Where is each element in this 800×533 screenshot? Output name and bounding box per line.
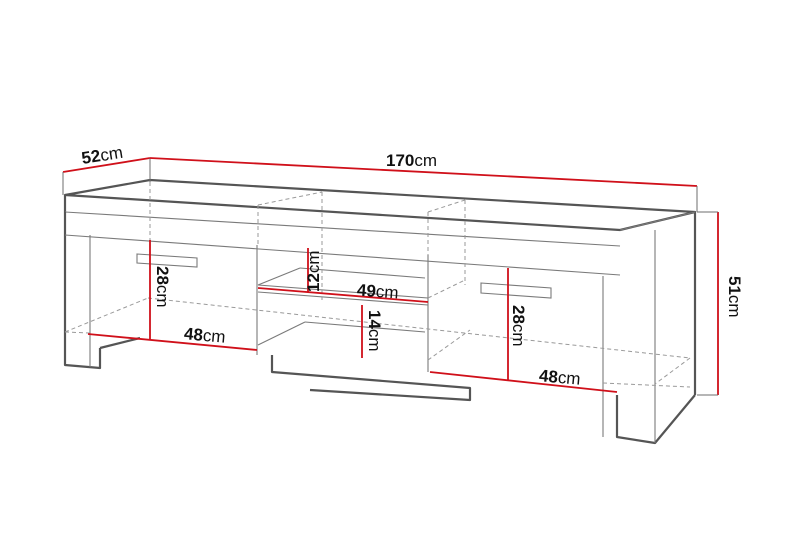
left-door-width-line bbox=[87, 333, 258, 351]
shelf-width-label: 49cm bbox=[356, 280, 400, 303]
cabinet-front bbox=[63, 212, 696, 445]
shelf-width-line bbox=[257, 287, 429, 303]
left-door-height-label: 28cm bbox=[153, 266, 172, 308]
left-door-handle bbox=[136, 253, 198, 268]
lower-shelf-height-label: 14cm bbox=[365, 310, 384, 352]
handles bbox=[136, 253, 552, 299]
width-dimension-line bbox=[149, 157, 698, 187]
right-door-handle bbox=[480, 282, 552, 299]
right-door-width-line bbox=[429, 371, 618, 393]
depth-dimension-line bbox=[62, 157, 151, 173]
right-door-width-label: 48cm bbox=[538, 366, 582, 389]
right-door-height-label: 28cm bbox=[509, 305, 528, 347]
hidden-edges bbox=[64, 182, 691, 388]
height-label: 51cm bbox=[725, 276, 744, 318]
width-label: 170cm bbox=[386, 151, 438, 170]
dimension-lines bbox=[62, 157, 719, 396]
left-door-width-label: 48cm bbox=[183, 324, 227, 347]
shelves bbox=[257, 267, 426, 346]
top-slab bbox=[63, 178, 697, 395]
upper-shelf-height-label: 12cm bbox=[304, 250, 323, 292]
